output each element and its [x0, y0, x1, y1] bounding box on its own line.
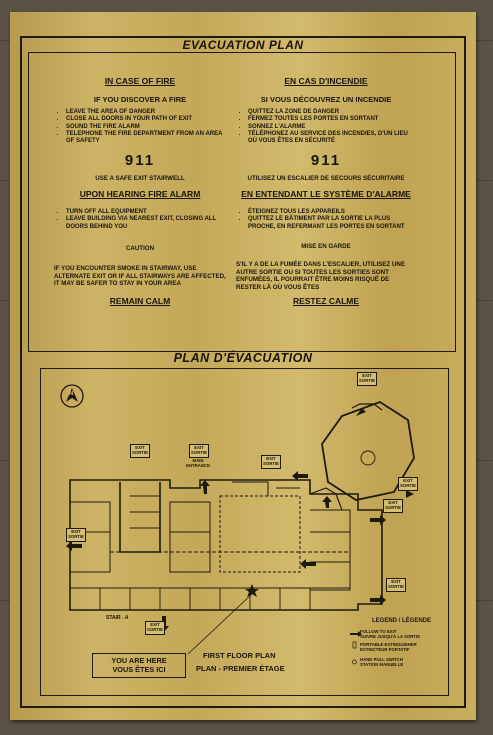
fr-phone-number: 911: [310, 152, 342, 170]
fr-alarm-heading: EN ENTENDANT LE SYSTÈME D'ALARME: [241, 188, 411, 199]
route-arrow-icon: [200, 480, 210, 494]
list-item: CLOSE ALL DOORS IN YOUR PATH OF EXIT: [66, 116, 226, 123]
you-are-here-star-icon: [245, 584, 259, 597]
stair-label: STAIR - A: [106, 615, 129, 621]
route-arrow-icon: [370, 595, 386, 605]
fr-smoke-text: S'IL Y A DE LA FUMÉE DANS L'ESCALIER, UT…: [236, 261, 405, 291]
route-arrow-icon: [322, 496, 332, 508]
en-stairwell-text: USE A SAFE EXIT STAIRWELL: [95, 175, 185, 183]
floor-plan-title-fr: PLAN - PREMIER ÉTAGE: [196, 664, 285, 673]
route-arrow-icon: [370, 515, 386, 525]
route-arrow-icon: [66, 541, 82, 551]
french-instructions: EN CAS D'INCENDIE SI VOUS DÉCOUVREZ UN I…: [236, 76, 416, 306]
route-arrow-icon: [292, 471, 308, 481]
hand-pull-switch-icon: [352, 659, 357, 665]
title-plan-evacuation: PLAN D'ÉVACUATION: [173, 351, 313, 365]
en-remain-calm: REMAIN CALM: [109, 295, 171, 306]
list-item: FERMEZ TOUTES LES PORTES EN SORTANT: [248, 116, 416, 123]
fr-remain-calm: RESTEZ CALME: [292, 296, 360, 307]
list-item: TELEPHONE THE FIRE DEPARTMENT FROM AN AR…: [66, 131, 226, 146]
fr-alarm-list: ÉTEIGNEZ TOUS LES APPAREILS QUITTEZ LE B…: [236, 209, 416, 231]
en-fire-heading: IN CASE OF FIRE: [104, 76, 176, 86]
list-item: QUITTEZ LE BÂTIMENT PAR LA SORTIE LA PLU…: [248, 216, 416, 231]
en-phone-number: 911: [124, 152, 156, 170]
floor-plan-title-en: FIRST FLOOR PLAN: [203, 651, 276, 660]
compass-north-label: N: [69, 391, 74, 397]
floor-plan-map: [40, 368, 449, 696]
list-item: ÉTEIGNEZ TOUS LES APPAREILS: [248, 209, 416, 216]
english-instructions: IN CASE OF FIRE IF YOU DISCOVER A FIRE L…: [54, 76, 226, 306]
list-item: LEAVE THE AREA OF DANGER: [66, 109, 226, 116]
fr-caution-heading: MISE EN GARDE: [301, 242, 351, 250]
title-evacuation-plan: EVACUATION PLAN: [182, 38, 304, 52]
list-item: QUITTEZ LA ZONE DE DANGER: [248, 109, 416, 116]
fr-fire-heading: EN CAS D'INCENDIE: [284, 76, 368, 86]
list-item: SONNEZ L'ALARME: [248, 124, 416, 131]
octagon-hall: [321, 401, 415, 501]
list-item: TURN OFF ALL EQUIPMENT: [66, 209, 226, 216]
list-item: SOUND THE FIRE ALARM: [66, 124, 226, 131]
evacuation-plaque: EVACUATION PLAN IN CASE OF FIRE IF YOU D…: [10, 12, 476, 720]
fr-discover-list: QUITTEZ LA ZONE DE DANGER FERMEZ TOUTES …: [236, 109, 416, 145]
en-alarm-heading: UPON HEARING FIRE ALARM: [79, 188, 201, 199]
fr-stairwell-text: UTILISEZ UN ESCALIER DE SECOURS SÉCURITA…: [247, 175, 405, 183]
legend-icons: [350, 631, 362, 665]
route-arrow-icon: [300, 559, 316, 569]
route-arrow-icon: [356, 408, 366, 416]
en-alarm-list: TURN OFF ALL EQUIPMENT LEAVE BUILDING VI…: [54, 209, 226, 231]
list-item: TÉLÉPHONEZ AU SERVICE DES INCENDIES, D'U…: [248, 131, 416, 146]
instructions-frame: [28, 52, 456, 352]
you-are-here-box: YOU ARE HERE VOUS ÊTES ICI: [92, 653, 186, 678]
en-smoke-text: IF YOU ENCOUNTER SMOKE IN STAIRWAY, USE …: [54, 265, 226, 288]
floor-plan-drawing: [60, 384, 415, 655]
extinguisher-icon: [352, 641, 357, 649]
route-arrow-icon: [406, 490, 414, 498]
en-discover-heading: IF YOU DISCOVER A FIRE: [93, 95, 187, 104]
list-item: LEAVE BUILDING VIA NEAREST EXIT, CLOSING…: [66, 216, 226, 231]
en-discover-list: LEAVE THE AREA OF DANGER CLOSE ALL DOORS…: [54, 109, 226, 145]
fr-discover-heading: SI VOUS DÉCOUVREZ UN INCENDIE: [260, 95, 392, 104]
compass-icon: [60, 384, 84, 408]
follow-to-exit-icon: [350, 631, 362, 637]
en-caution-heading: CAUTION: [125, 244, 155, 252]
main-entrance-label: MAIN ENTRANCE: [186, 458, 210, 468]
outer-frame: [20, 36, 466, 708]
legend-title: LEGEND / LÉGENDE: [372, 618, 432, 624]
